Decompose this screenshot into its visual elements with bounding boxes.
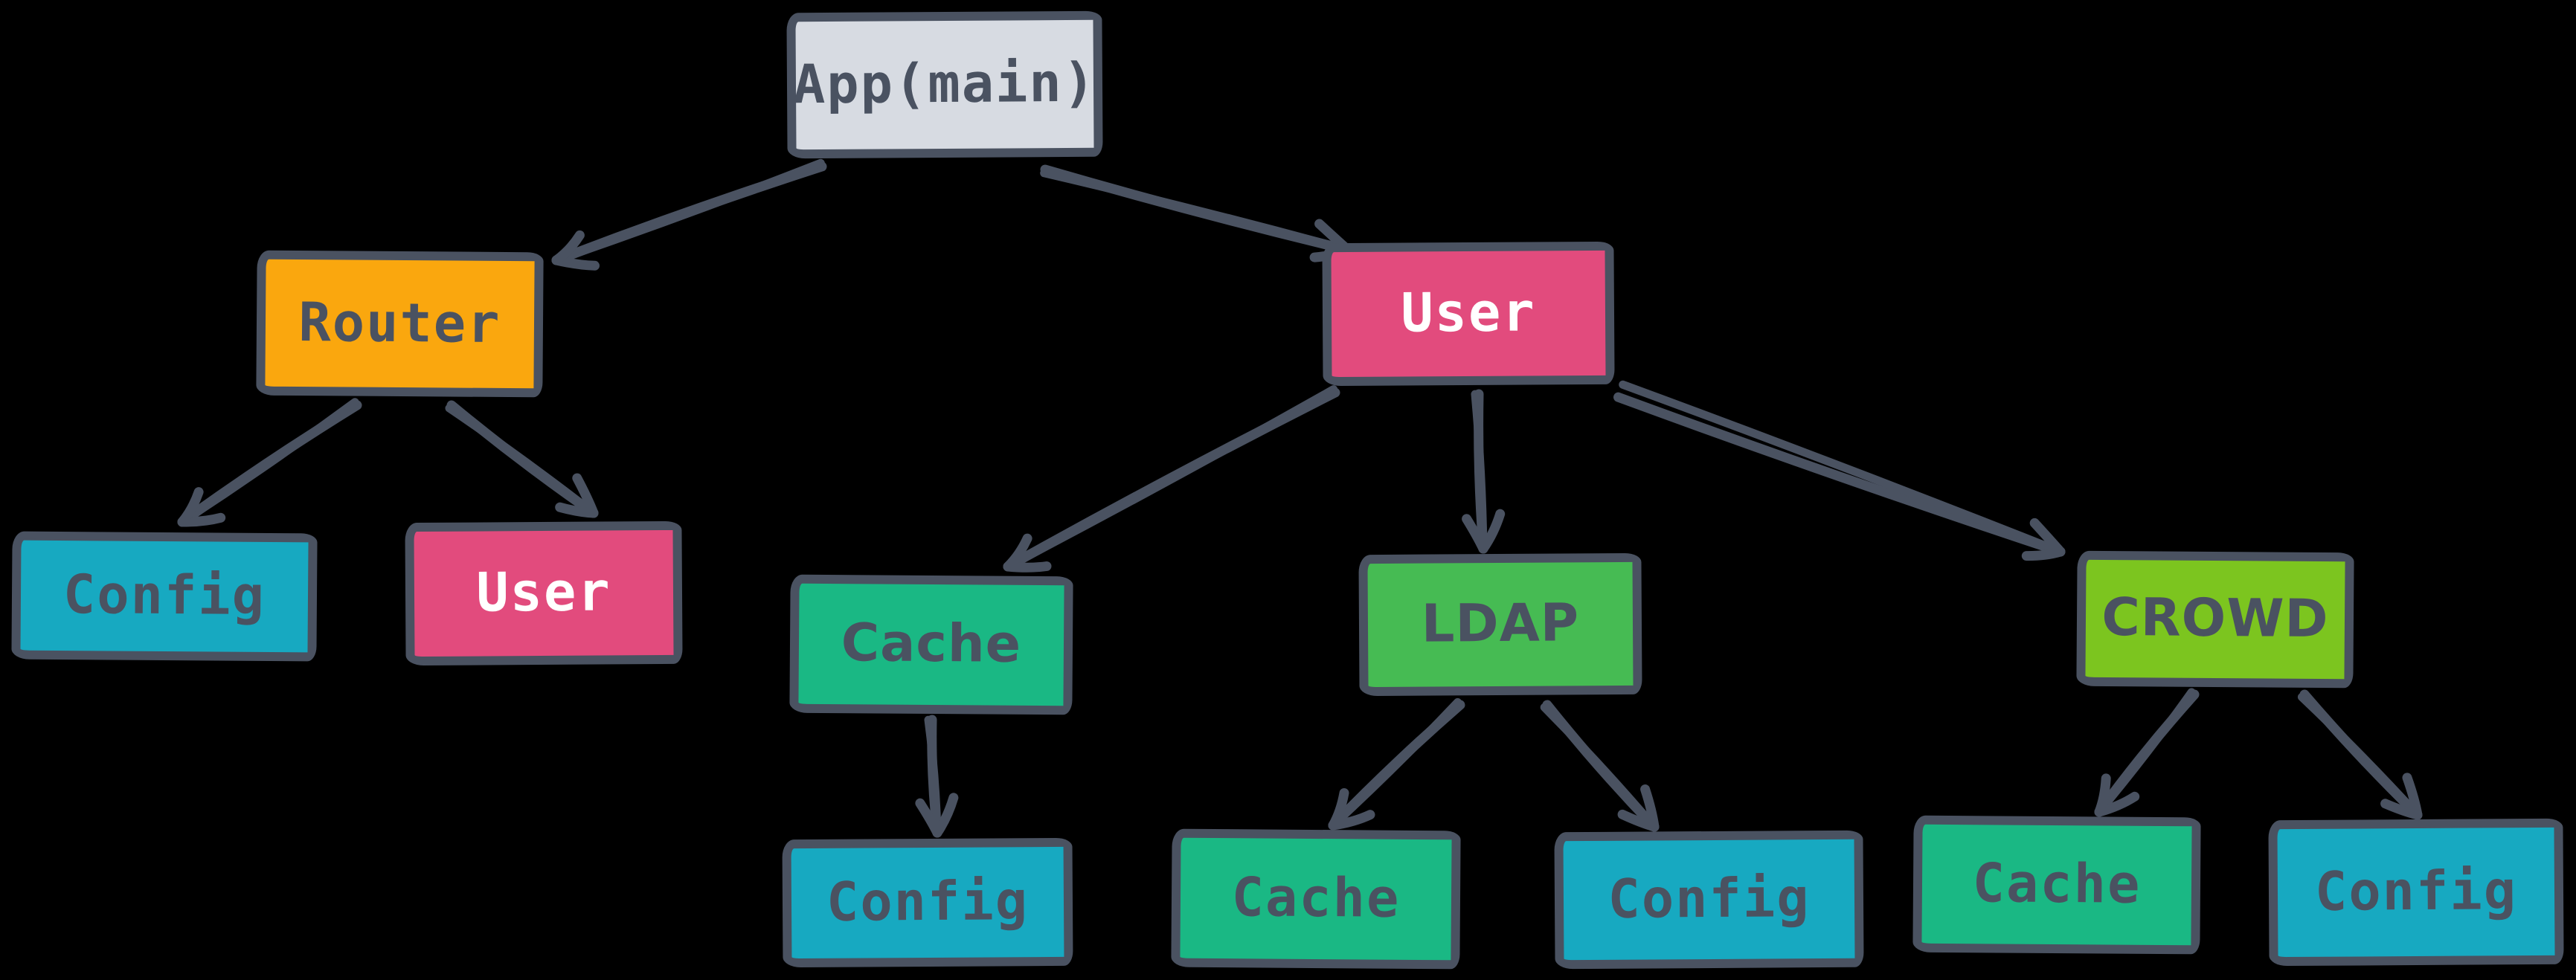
edge-app-main-to-user-main bbox=[1040, 164, 1353, 262]
edge-ldap-to-cache-ldap bbox=[1328, 697, 1465, 831]
node-label-router: Router bbox=[298, 290, 501, 355]
edge-app-main-to-router bbox=[551, 158, 827, 271]
edge-crowd-to-cache-crowd bbox=[2094, 688, 2200, 817]
node-cache-crowd: Cache bbox=[1912, 815, 2201, 955]
node-label-ldap: LDAP bbox=[1421, 592, 1580, 654]
node-config-crowd: Config bbox=[2268, 818, 2564, 967]
node-label-config-crowd: Config bbox=[2314, 859, 2518, 923]
node-config-ldap: Config bbox=[1554, 830, 1864, 970]
node-cache-ldap: Cache bbox=[1171, 828, 1461, 970]
edge-crowd-to-config-crowd bbox=[2297, 689, 2423, 820]
edge-router-to-config-router bbox=[177, 398, 362, 527]
node-label-config-cache: Config bbox=[826, 869, 1030, 933]
node-user-main: User bbox=[1322, 241, 1615, 387]
node-label-config-ldap: Config bbox=[1607, 866, 1811, 930]
edge-user-main-to-cache-user bbox=[1003, 385, 1340, 573]
node-label-cache-user: Cache bbox=[841, 612, 1022, 674]
node-crowd: CROWD bbox=[2076, 550, 2354, 689]
node-app-main: App(main) bbox=[786, 10, 1103, 159]
node-user-router: User bbox=[405, 520, 683, 666]
node-label-crowd: CROWD bbox=[2101, 586, 2329, 650]
node-router: Router bbox=[256, 250, 544, 398]
node-label-user-main: User bbox=[1401, 280, 1536, 344]
node-ldap: LDAP bbox=[1358, 552, 1642, 697]
edge-ldap-to-config-ldap bbox=[1540, 700, 1660, 832]
node-label-cache-crowd: Cache bbox=[1972, 851, 2142, 915]
node-config-router: Config bbox=[11, 531, 318, 662]
node-label-cache-ldap: Cache bbox=[1231, 865, 1401, 929]
node-label-user-router: User bbox=[476, 560, 611, 624]
node-label-app-main: App(main) bbox=[792, 51, 1097, 116]
node-cache-user: Cache bbox=[789, 574, 1073, 715]
node-config-cache: Config bbox=[782, 837, 1073, 968]
edge-user-main-to-crowd bbox=[1613, 380, 2066, 561]
edge-router-to-user-router bbox=[445, 400, 599, 518]
edge-cache-user-to-config-cache bbox=[915, 715, 959, 838]
node-label-config-router: Config bbox=[62, 563, 266, 627]
edge-user-main-to-ldap bbox=[1462, 389, 1506, 554]
